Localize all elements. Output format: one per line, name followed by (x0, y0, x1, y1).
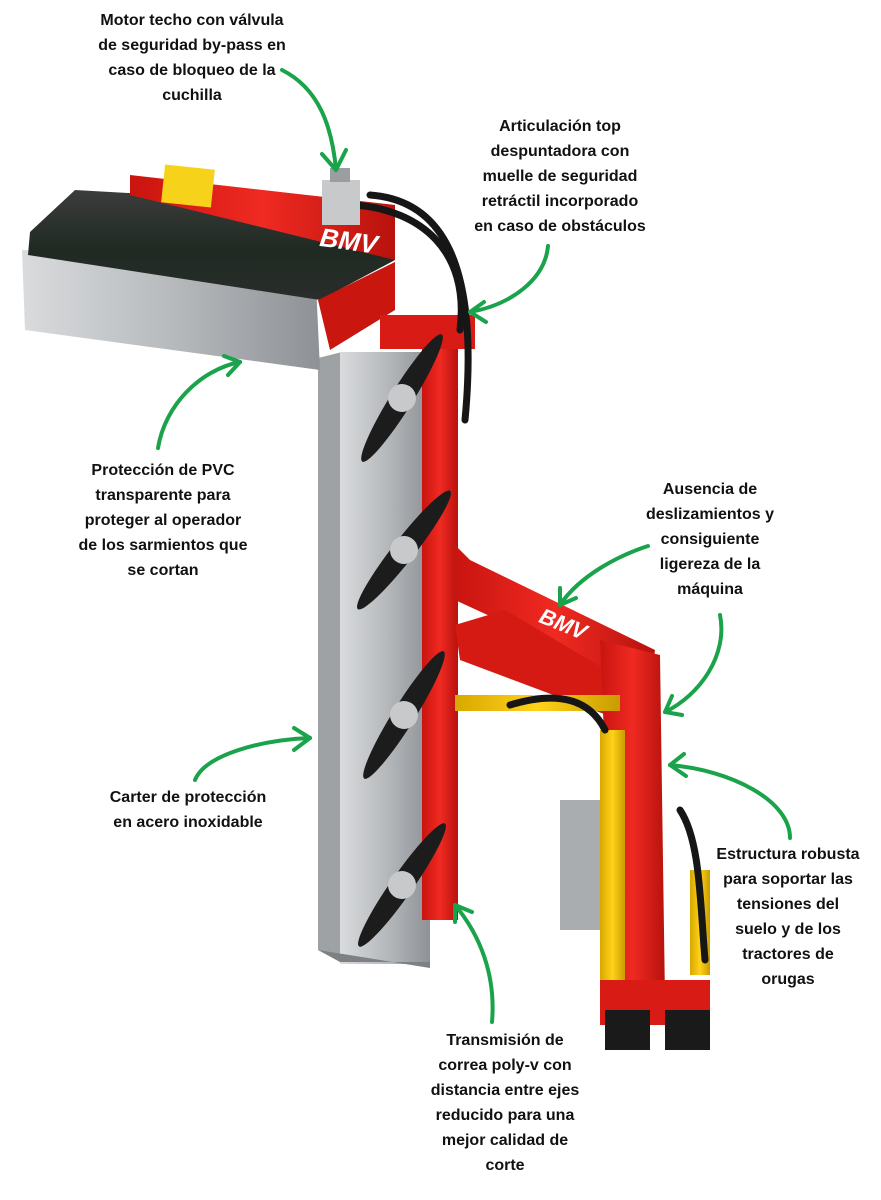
hydraulic-hoses (351, 191, 709, 964)
arrow-pvc (156, 354, 242, 450)
blade (357, 490, 451, 610)
arrow-articulacion (468, 244, 550, 324)
top-cutter-head (22, 164, 395, 370)
callout-arrows (156, 68, 792, 1024)
label-carter: Carter de protección en acero inoxidable (109, 789, 267, 831)
label-transmision: Transmisión de correa poly-v con distanc… (430, 1032, 580, 1174)
arrow-estructura-lower (668, 752, 792, 840)
label-motor: Motor techo con válvula de seguridad by-… (98, 12, 286, 104)
motor (322, 168, 360, 225)
arrow-motor (280, 68, 348, 172)
arrow-carter (193, 726, 312, 782)
label-deslizamientos: Ausencia de deslizamientos y consiguient… (645, 481, 775, 598)
rotary-blades (357, 334, 451, 947)
arrow-estructura-upper (663, 613, 724, 717)
label-articulacion: Articulación top despuntadora con muelle… (474, 118, 646, 235)
arrow-deslizamientos (558, 544, 650, 607)
label-proteccion-pvc: Protección de PVC transparente para prot… (78, 462, 248, 579)
blade (358, 823, 446, 947)
blade (361, 334, 443, 462)
label-estructura: Estructura robusta para soportar las ten… (716, 846, 860, 988)
arrow-transmision (453, 903, 495, 1024)
blade (363, 651, 445, 779)
